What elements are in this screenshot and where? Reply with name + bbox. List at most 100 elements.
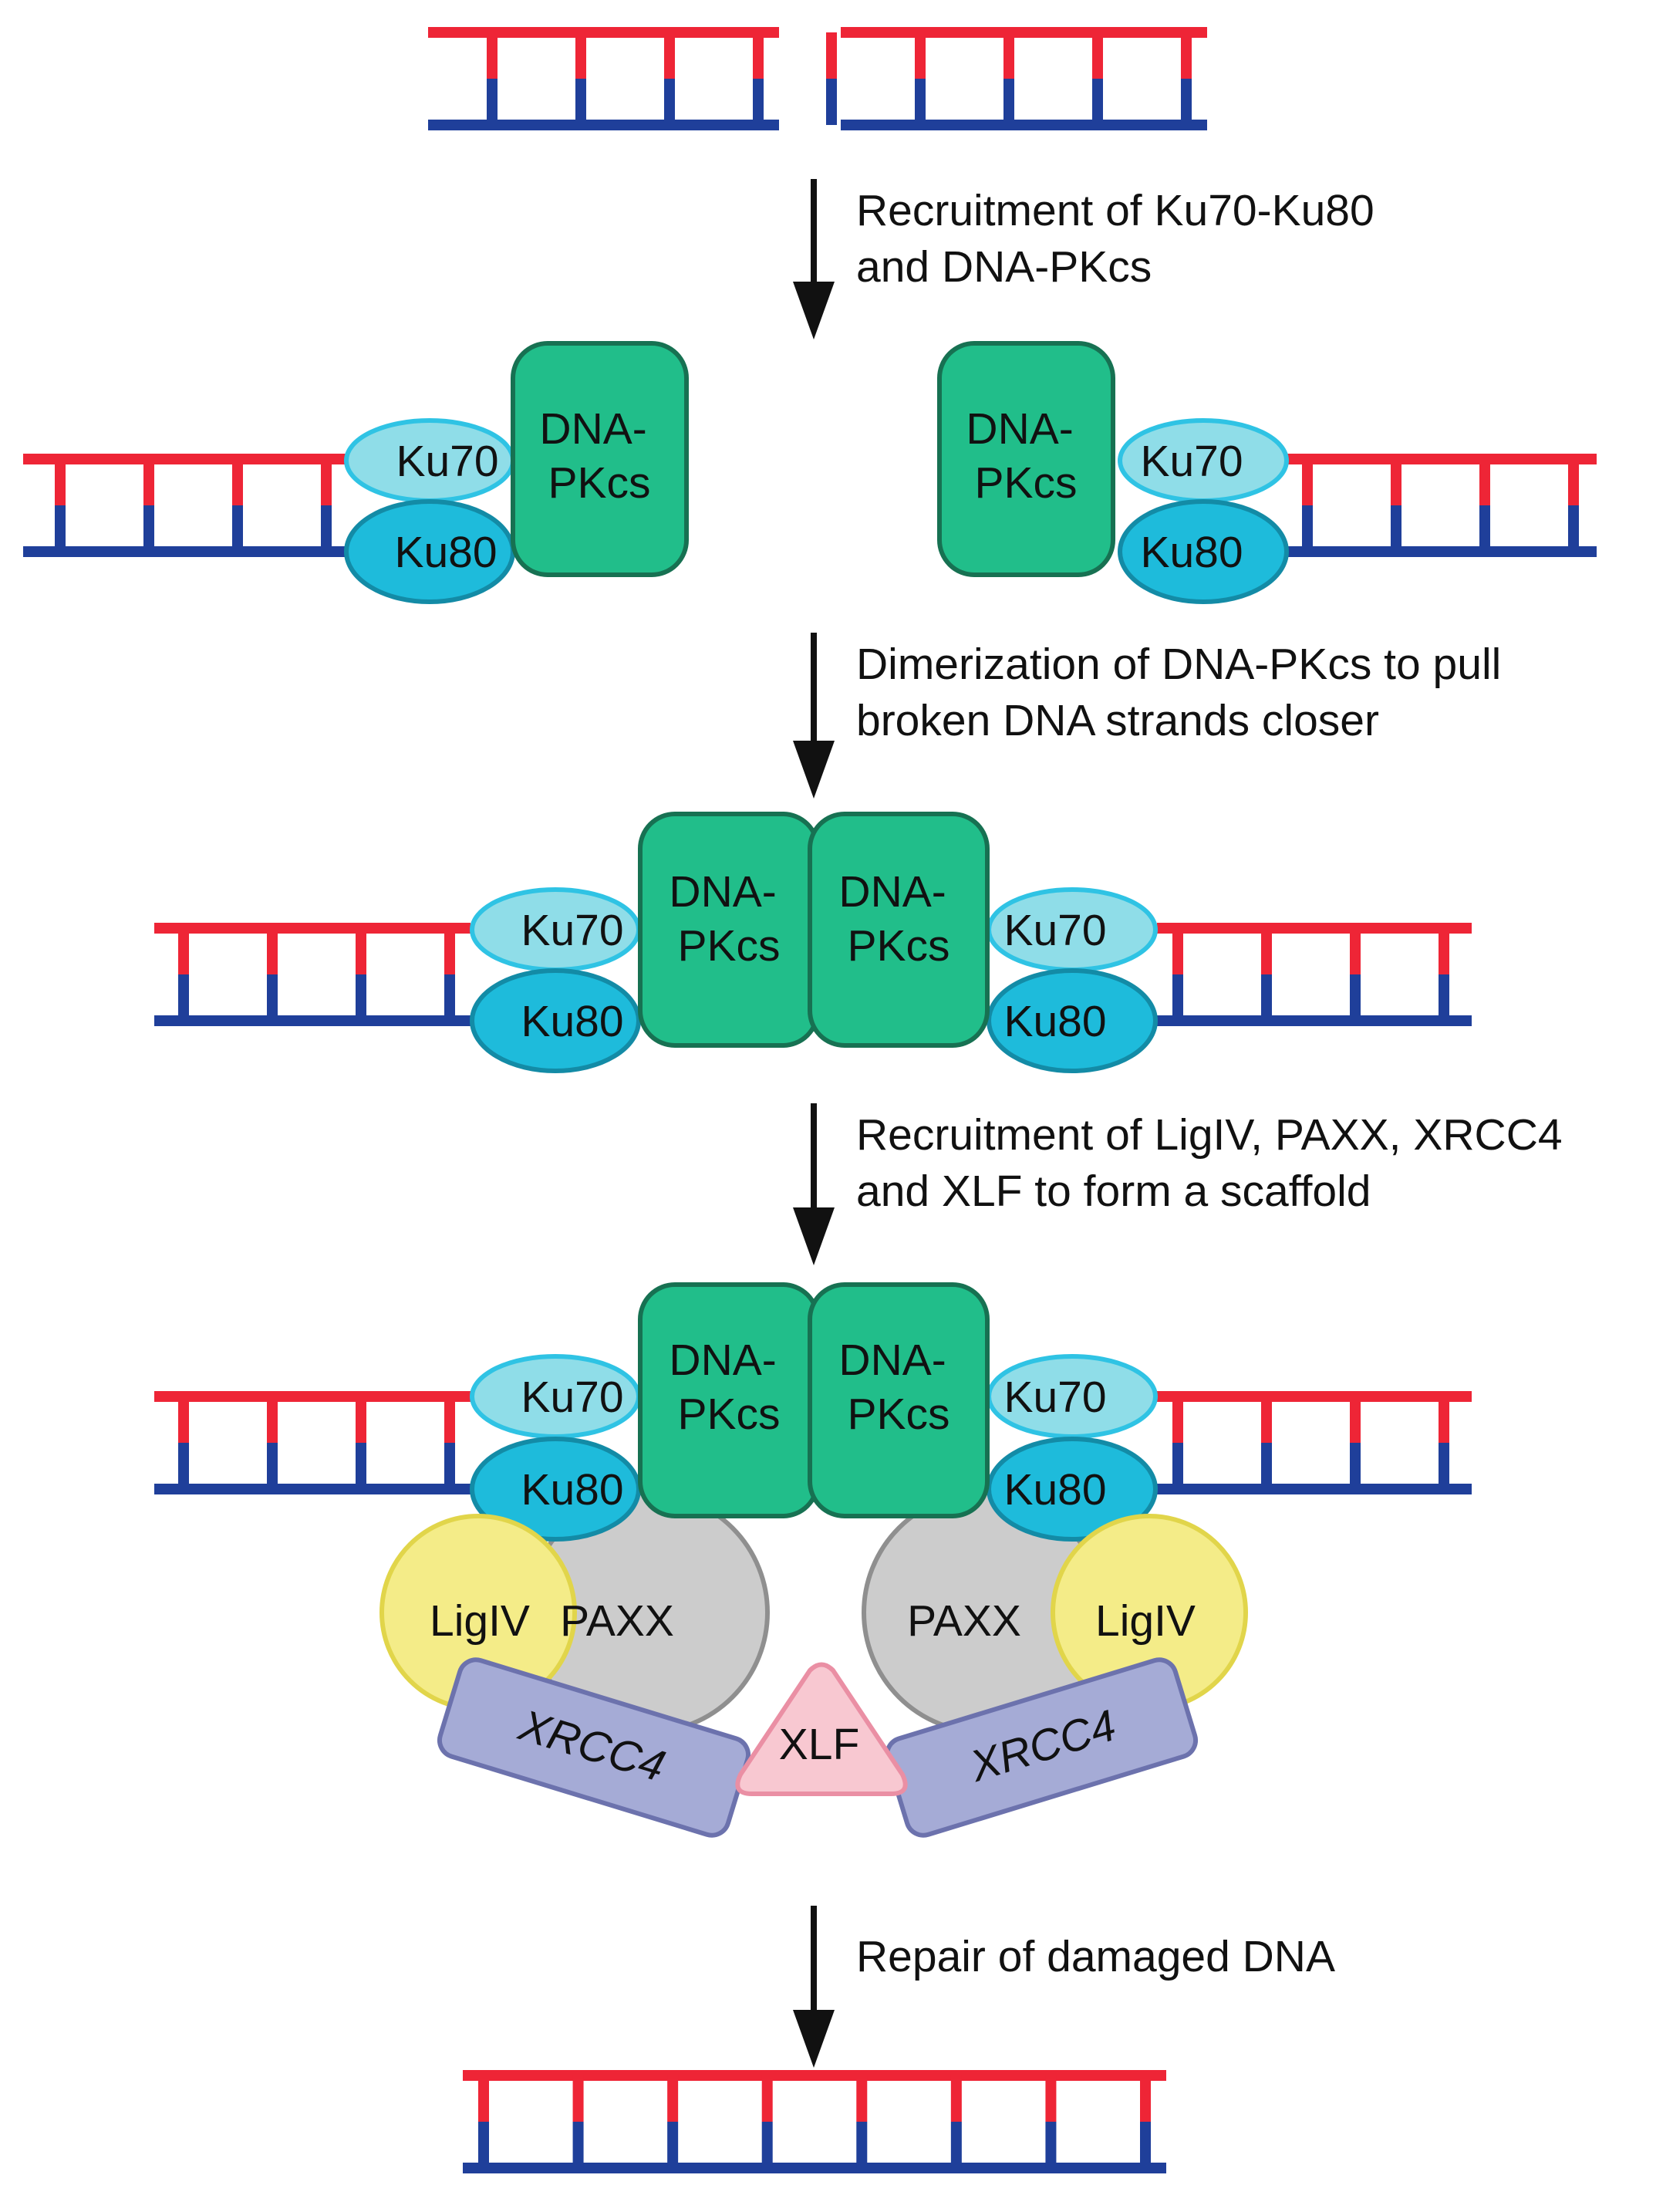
step-arrow-1 xyxy=(793,179,835,339)
dna-base-pair-top xyxy=(267,928,278,974)
dna-base-pair-bottom xyxy=(478,2122,489,2168)
step-3-line2: and XLF to form a scaffold xyxy=(856,1167,1371,1216)
dna-base-pair-top xyxy=(856,2075,868,2122)
dna-base-pair-bottom xyxy=(1350,974,1361,1021)
dna-end-left xyxy=(23,454,347,557)
dna-base-pair-bottom xyxy=(667,2122,679,2168)
dna-base-pair-top xyxy=(1261,1396,1272,1443)
ligiv-label-right: LigIV xyxy=(1095,1596,1196,1646)
dna-base-pair-bottom xyxy=(575,79,586,125)
dna-base-pair-bottom xyxy=(356,1443,366,1489)
ku80-protein-right xyxy=(987,968,1158,1073)
dna-base-pair-top xyxy=(178,928,189,974)
dna-base-pair-bottom xyxy=(1261,1443,1272,1489)
dna-base-pair-bottom xyxy=(1391,505,1401,552)
ku80-label-left: Ku80 xyxy=(521,1465,623,1515)
step-2-caption: Dimerization of DNA-PKcs to pull broken … xyxy=(856,640,1513,745)
step-2-line1: Dimerization of DNA-PKcs to pull xyxy=(856,640,1501,689)
dna-strand-bottom xyxy=(154,1015,471,1026)
dna-base-pair-bottom xyxy=(267,1443,278,1489)
dna-base-pair-top xyxy=(1568,459,1579,505)
dna-base-pair-top xyxy=(321,459,332,505)
dna-base-pair-top xyxy=(1391,459,1401,505)
dnapkcs-label-left: DNA- PKcs xyxy=(669,867,788,971)
dna-base-pair-top xyxy=(1439,928,1449,974)
dna-base-pair-bottom xyxy=(356,974,366,1021)
dna-base-pair-bottom xyxy=(1479,505,1490,552)
dna-base-pair-bottom xyxy=(487,79,498,125)
dna-base-pair-top xyxy=(444,1396,455,1443)
dna-end-right xyxy=(1157,1391,1472,1494)
dna-strand-bottom xyxy=(23,546,347,557)
step-1-caption: Recruitment of Ku70-Ku80 and DNA-PKcs xyxy=(856,186,1387,292)
ku70-label-right: Ku70 xyxy=(1003,1373,1106,1422)
dnapkcs-dimer-complex: Ku70 Ku80 Ku70 Ku80 DNA- PKcs DNA- PKcs xyxy=(154,812,1472,1073)
dna-base-pair-bottom xyxy=(1302,505,1313,552)
dnapkcs-label: DNA- PKcs xyxy=(966,404,1085,508)
dna-base-pair-top xyxy=(1172,928,1183,974)
ku-dnapkcs-bound-right: Ku70 Ku80 DNA- PKcs xyxy=(937,341,1597,604)
dnapkcs-label-left: DNA- PKcs xyxy=(669,1336,788,1439)
dna-base-pair-top xyxy=(55,459,66,505)
dna-base-pair-bottom xyxy=(950,2122,962,2168)
dna-end-left xyxy=(154,1391,471,1494)
dna-base-pair-bottom xyxy=(1092,79,1103,125)
dna-base-pair-bottom xyxy=(572,2122,584,2168)
xlf-protein xyxy=(735,1662,908,1796)
dna-base-pair-bottom xyxy=(1003,79,1014,125)
dna-base-pair-bottom xyxy=(1172,1443,1183,1489)
dna-strand-bottom xyxy=(428,120,779,130)
dna-base-pair-top xyxy=(826,32,837,79)
dna-base-pair-bottom xyxy=(178,1443,189,1489)
dna-base-pair-top xyxy=(1003,32,1014,79)
dna-base-pair-top xyxy=(1439,1396,1449,1443)
dna-base-pair-top xyxy=(1479,459,1490,505)
ku80-label-right: Ku80 xyxy=(1003,997,1106,1046)
step-2-line2: broken DNA strands closer xyxy=(856,696,1379,745)
dna-base-pair-top xyxy=(950,2075,962,2122)
ku80-label-left: Ku80 xyxy=(521,997,623,1046)
dna-base-pair-bottom xyxy=(1439,974,1449,1021)
dna-strand-top xyxy=(1157,1391,1472,1402)
dna-base-pair-bottom xyxy=(826,79,837,125)
dna-fragment-left xyxy=(428,27,779,130)
dna-base-pair-top xyxy=(356,928,366,974)
dnapkcs-label-right: DNA- PKcs xyxy=(838,1336,958,1439)
dna-base-pair-bottom xyxy=(856,2122,868,2168)
step-1-line1: Recruitment of Ku70-Ku80 xyxy=(856,186,1374,235)
broken-dna xyxy=(428,27,1207,130)
dna-strand-bottom xyxy=(1287,546,1597,557)
dna-strand-top xyxy=(841,27,1207,38)
dna-base-pair-bottom xyxy=(444,1443,455,1489)
ku80-label-right: Ku80 xyxy=(1003,1465,1106,1515)
dnapkcs-protein xyxy=(937,341,1115,577)
paxx-label-right: PAXX xyxy=(907,1596,1021,1646)
step-3-line1: Recruitment of LigIV, PAXX, XRCC4 xyxy=(856,1110,1563,1160)
ku-dnapkcs-bound-left: Ku70 Ku80 DNA- PKcs xyxy=(23,341,689,604)
dnapkcs-label-right: DNA- PKcs xyxy=(838,867,958,971)
dna-base-pair-bottom xyxy=(1568,505,1579,552)
dna-base-pair-bottom xyxy=(664,79,675,125)
dnapkcs-protein-right xyxy=(808,1282,990,1518)
dna-fragment-right xyxy=(826,27,1207,130)
dna-base-pair-top xyxy=(356,1396,366,1443)
dna-base-pair-bottom xyxy=(761,2122,773,2168)
dna-base-pair-top xyxy=(1302,459,1313,505)
dna-base-pair-top xyxy=(575,32,586,79)
dna-strand-top xyxy=(154,923,471,934)
dna-strand-top xyxy=(428,27,779,38)
step-3-caption: Recruitment of LigIV, PAXX, XRCC4 and XL… xyxy=(856,1110,1574,1216)
dna-end-right xyxy=(1157,923,1472,1026)
dna-base-pair-top xyxy=(478,2075,489,2122)
dna-base-pair-top xyxy=(1045,2075,1057,2122)
step-1-line2: and DNA-PKcs xyxy=(856,242,1152,292)
dna-base-pair-bottom xyxy=(1261,974,1272,1021)
paxx-label-left: PAXX xyxy=(560,1596,674,1646)
dna-base-pair-bottom xyxy=(1350,1443,1361,1489)
dna-strand-bottom xyxy=(463,2163,1166,2173)
dna-strand-top xyxy=(154,1391,471,1402)
ligiv-label-left: LigIV xyxy=(430,1596,530,1646)
dnapkcs-protein-right xyxy=(808,812,990,1048)
dna-strand-top xyxy=(23,454,347,464)
